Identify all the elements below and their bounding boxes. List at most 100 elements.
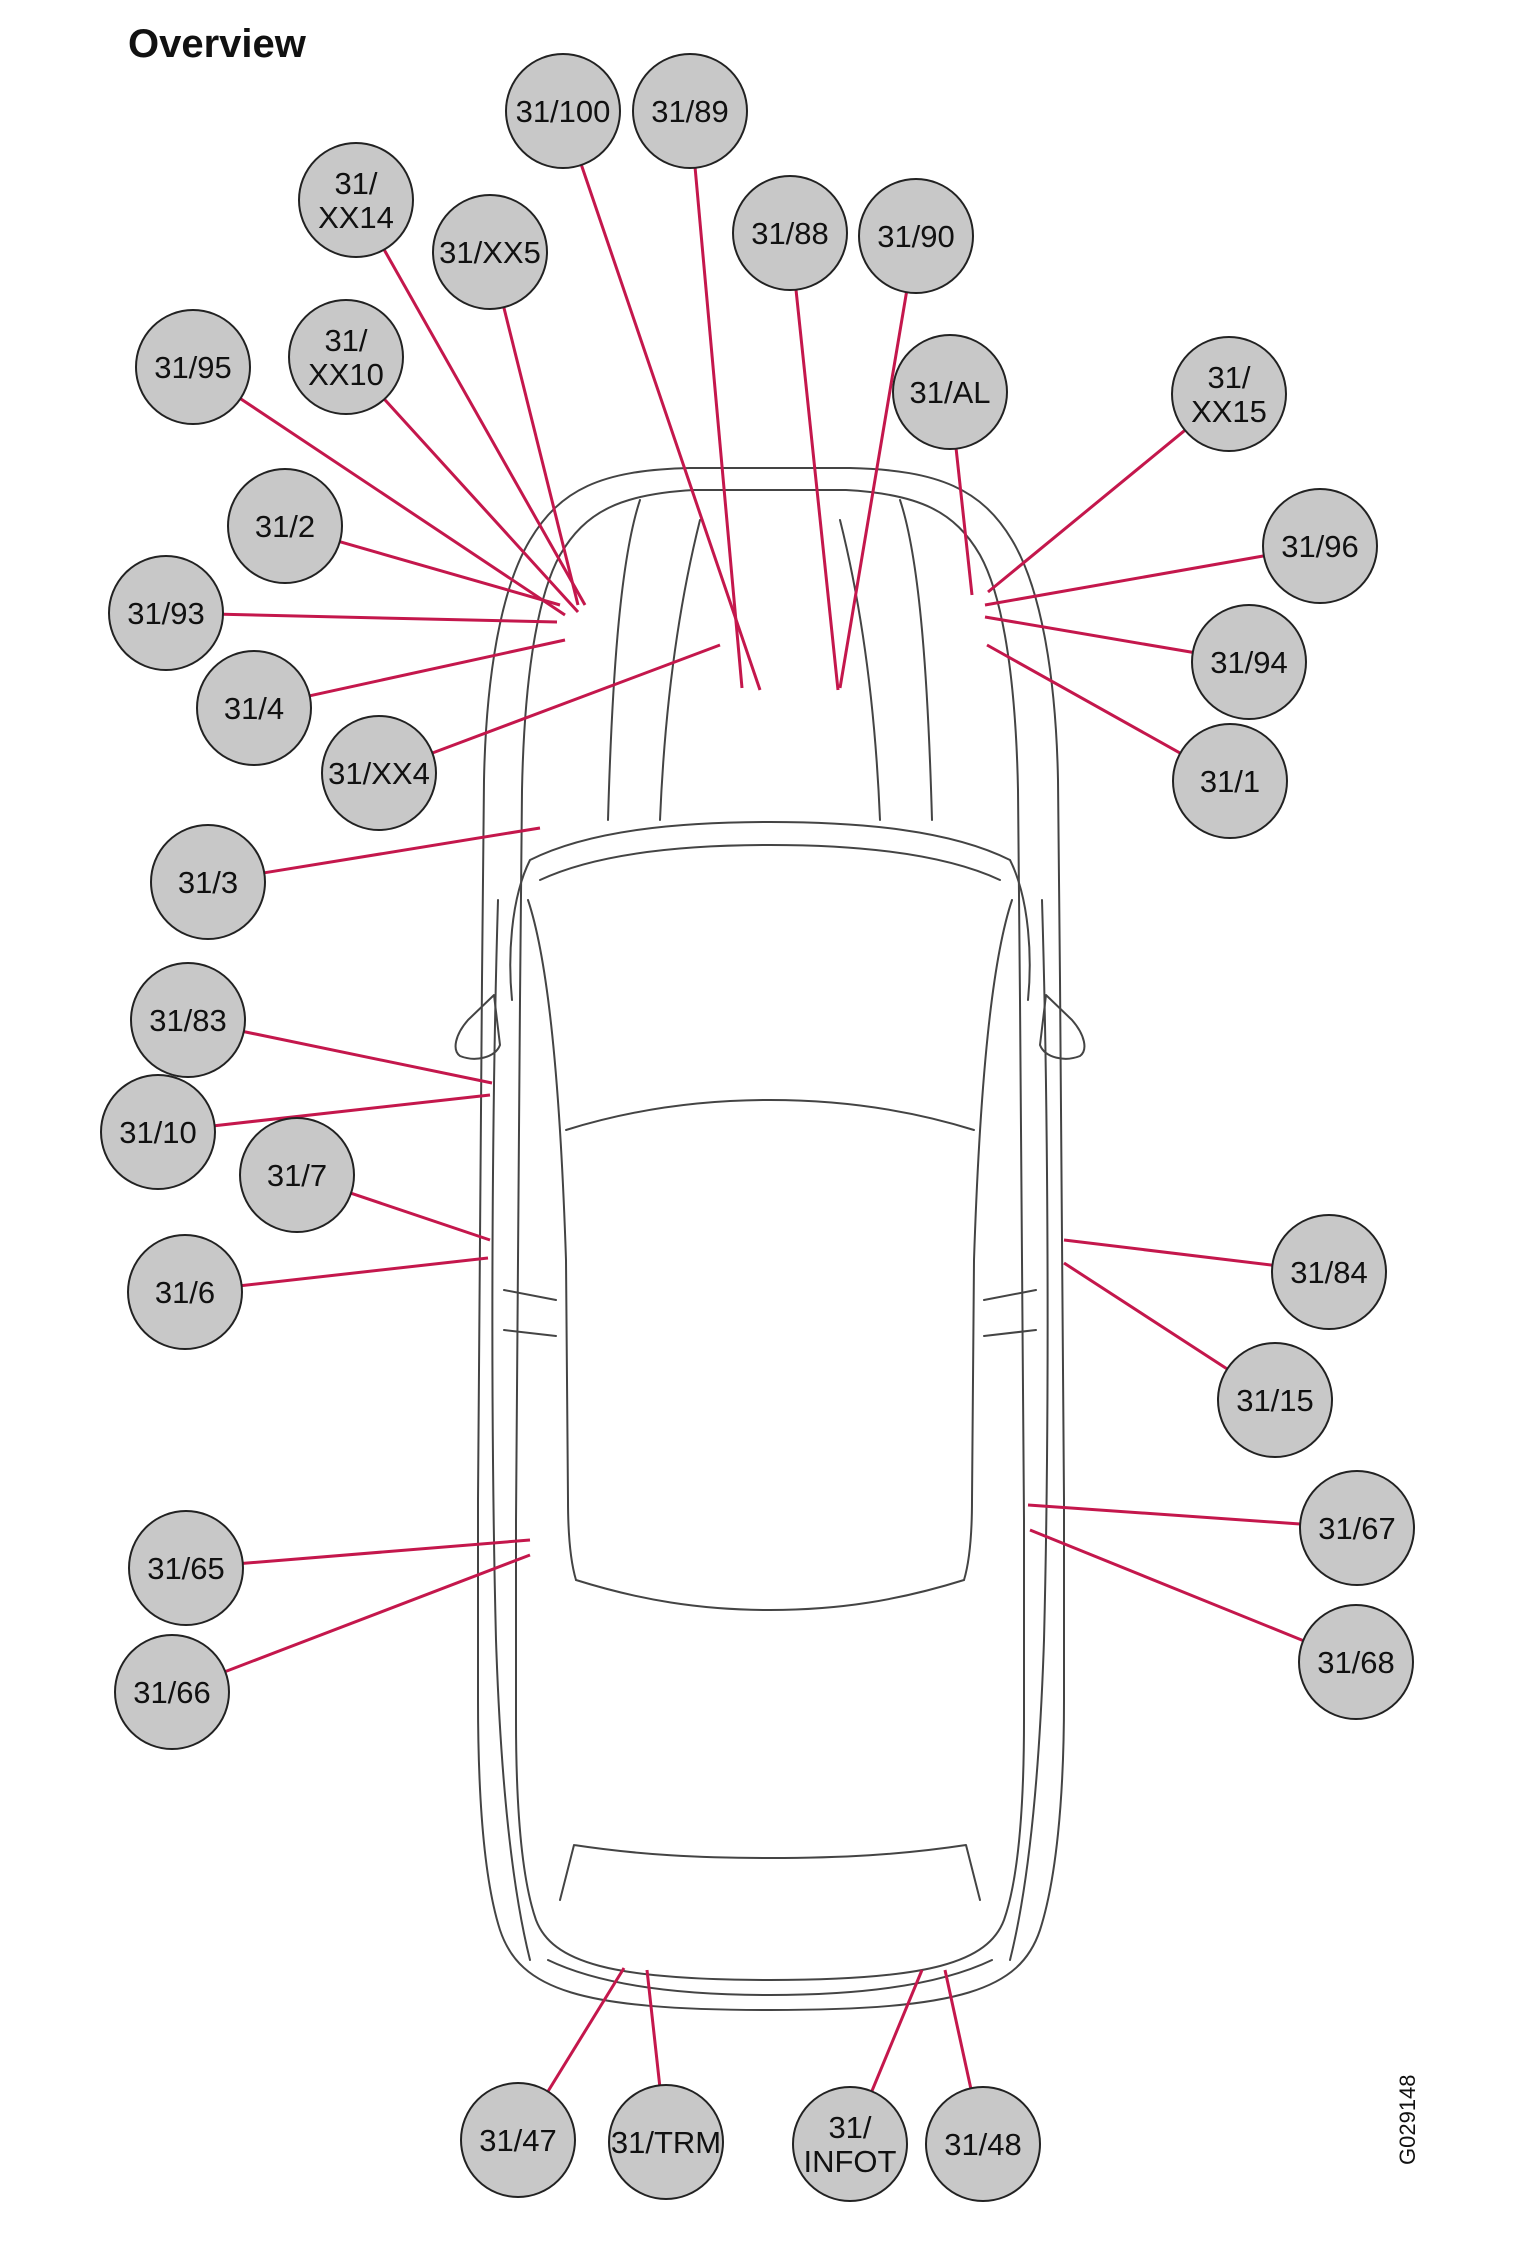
car-roof (527, 899, 1013, 1581)
callout-label: 31/ (334, 166, 377, 201)
leader-line-31-66 (224, 1553, 531, 1674)
callout-label: 31/AL (909, 375, 990, 410)
car-windshield (509, 821, 1031, 1001)
callout-31-67: 31/67 (1299, 1470, 1415, 1586)
callout-circle (925, 2086, 1041, 2202)
callout-label: 31/ (324, 323, 367, 358)
car-side-sill-right (1009, 899, 1049, 1961)
callout-label: 31/ (1207, 360, 1250, 395)
callout-label: 31/ (828, 2110, 871, 2145)
callout-label: 31/84 (1290, 1255, 1368, 1290)
callout-circle (239, 1117, 355, 1233)
callout-circle (892, 334, 1008, 450)
callout-label: 31/94 (1210, 645, 1288, 680)
callout-circle (432, 194, 548, 310)
callout-label: 31/90 (877, 219, 955, 254)
callout-label: XX10 (308, 357, 384, 392)
leader-line-31-65 (242, 1538, 531, 1565)
callout-label: 31/48 (944, 2127, 1022, 2162)
car-body-inner-edge (515, 489, 1025, 1981)
callout-31-10: 31/10 (100, 1074, 216, 1190)
callout-label: 31/96 (1281, 529, 1359, 564)
callout-circle (100, 1074, 216, 1190)
callout-circle (150, 824, 266, 940)
callout-label: 31/7 (267, 1158, 327, 1193)
callout-31-65: 31/65 (128, 1510, 244, 1626)
car-door-line-right (983, 1289, 1037, 1337)
callout-circle (130, 962, 246, 1078)
leader-line-31-47 (546, 1967, 626, 2093)
callout-circle (196, 650, 312, 766)
figure-id: G029148 (1395, 2074, 1420, 2165)
callout-label: 31/83 (149, 1003, 227, 1038)
leader-line-31-96 (984, 554, 1265, 607)
callout-circle (1217, 1342, 1333, 1458)
callout-31-xx10: 31/XX10 (288, 299, 404, 415)
callout-label: 31/10 (119, 1115, 197, 1150)
car-trunk-lid (559, 1844, 981, 1901)
leader-line-31-83 (243, 1030, 493, 1085)
leader-line-31-68 (1029, 1528, 1304, 1642)
callout-label: INFOT (804, 2144, 897, 2179)
leader-line-31-94 (984, 615, 1194, 654)
leader-line-31-2 (339, 540, 561, 607)
callout-circle (227, 468, 343, 584)
callout-circle (1271, 1214, 1387, 1330)
leader-line-31-7 (350, 1191, 491, 1242)
callout-31-7: 31/7 (239, 1117, 355, 1233)
callout-31-93: 31/93 (108, 555, 224, 671)
car-hood (607, 499, 933, 821)
callout-31-95: 31/95 (135, 309, 251, 425)
callout-circle (108, 555, 224, 671)
leader-line-31-10 (214, 1093, 491, 1128)
callout-31-47: 31/47 (460, 2082, 576, 2198)
callout-label: 31/93 (127, 596, 205, 631)
callout-circle (1262, 488, 1378, 604)
callout-label: 31/100 (516, 94, 611, 129)
car-mirror-right (1039, 994, 1086, 1060)
callout-31-al: 31/AL (892, 334, 1008, 450)
callout-label: 31/88 (751, 216, 829, 251)
callout-circle (321, 715, 437, 831)
callout-circle (128, 1510, 244, 1626)
leader-line-31-48 (943, 1969, 973, 2089)
callout-circle (1298, 1604, 1414, 1720)
callout-circle (1191, 604, 1307, 720)
callout-circle (288, 299, 404, 415)
leader-line-31-xx14 (382, 248, 587, 606)
callout-31-xx5: 31/XX5 (432, 194, 548, 310)
callout-circle (1299, 1470, 1415, 1586)
car-rear-window (575, 1579, 965, 1611)
car-roof-front-line (565, 1099, 975, 1131)
leader-line-31-95 (239, 397, 566, 617)
leader-line-31-67 (1027, 1503, 1301, 1526)
callout-31-6: 31/6 (127, 1234, 243, 1350)
callout-label: 31/1 (1200, 764, 1260, 799)
callout-label: XX14 (318, 200, 394, 235)
car-body-outline (477, 467, 1065, 2011)
callout-circle (460, 2082, 576, 2198)
leader-line-31-84 (1063, 1238, 1273, 1267)
callout-circle (127, 1234, 243, 1350)
callout-label: 31/47 (479, 2123, 557, 2158)
callout-31-48: 31/48 (925, 2086, 1041, 2202)
car-hood-crease-left (659, 519, 701, 821)
callout-circle (135, 309, 251, 425)
car-door-line-left (503, 1289, 557, 1337)
leader-line-31-15 (1063, 1261, 1229, 1371)
leader-line-31-xx4 (431, 643, 721, 755)
callout-31-1: 31/1 (1172, 723, 1288, 839)
leader-line-31-6 (241, 1256, 489, 1288)
leader-line-31-1 (986, 643, 1182, 755)
callout-circle (1171, 336, 1287, 452)
callout-circle (114, 1634, 230, 1750)
page-title: Overview (128, 22, 306, 66)
callout-31-96: 31/96 (1262, 488, 1378, 604)
callout-31-84: 31/84 (1271, 1214, 1387, 1330)
callout-31-xx4: 31/XX4 (321, 715, 437, 831)
callout-circle (858, 178, 974, 294)
callout-label: 31/XX5 (439, 235, 541, 270)
callout-circle (792, 2086, 908, 2202)
callout-circle (298, 142, 414, 258)
callout-31-3: 31/3 (150, 824, 266, 940)
